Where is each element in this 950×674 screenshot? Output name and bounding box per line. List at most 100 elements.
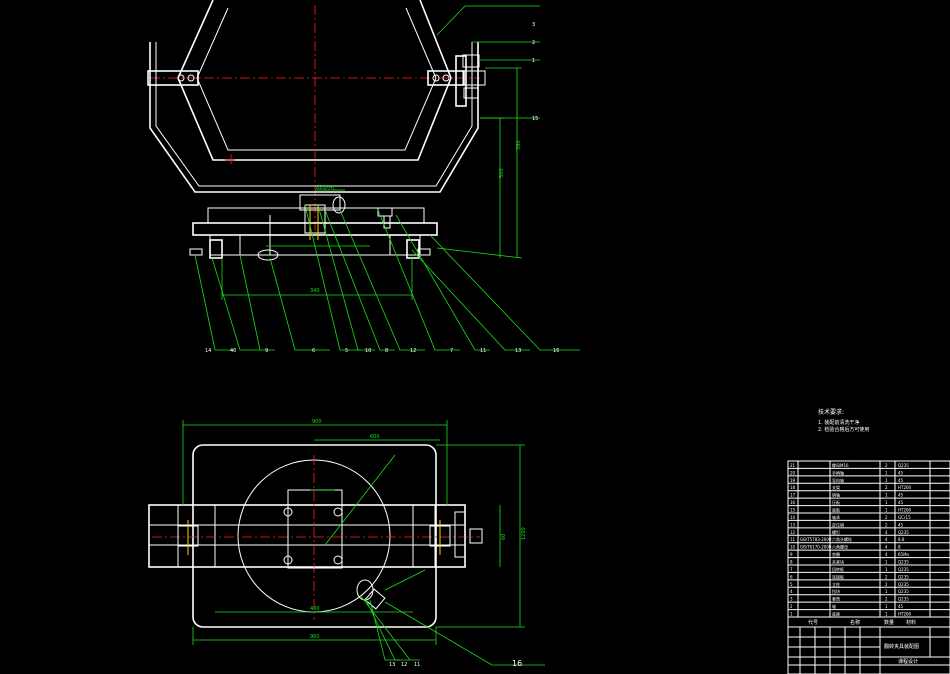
svg-text:数量: 数量 <box>884 619 894 626</box>
parts-cell: 11 <box>790 537 796 542</box>
svg-text:820/(4): 820/(4) <box>316 185 334 191</box>
parts-cell: 16 <box>790 500 796 505</box>
parts-cell: 4 <box>790 589 793 594</box>
parts-cell: 1 <box>885 567 888 572</box>
parts-cell: 45 <box>898 522 904 527</box>
svg-text:6: 6 <box>312 348 315 354</box>
svg-text:390: 390 <box>516 140 522 150</box>
parts-cell: 13 <box>790 522 796 527</box>
svg-text:13: 13 <box>515 348 521 354</box>
parts-cell: 12 <box>790 530 796 535</box>
svg-text:600: 600 <box>370 434 380 440</box>
parts-cell: 2 <box>885 522 888 527</box>
parts-cell: 8.8 <box>898 537 905 542</box>
parts-cell: 45 <box>898 470 904 475</box>
top-view: 900 600 960 400 1200 60 13 12 11 16 <box>148 419 545 668</box>
parts-cell: 轴承 <box>832 514 840 520</box>
svg-text:1: 1 <box>532 58 535 64</box>
parts-cell: 支架 <box>832 484 840 490</box>
svg-text:12: 12 <box>401 662 407 668</box>
parts-cell: 19 <box>790 478 796 483</box>
svg-text:7: 7 <box>450 348 453 354</box>
parts-cell: 1 <box>885 560 888 565</box>
parts-cell: Q235 <box>898 463 909 468</box>
svg-text:15: 15 <box>532 116 538 122</box>
parts-cell: 4 <box>885 545 888 550</box>
svg-text:11: 11 <box>480 348 486 354</box>
parts-cell: Q235 <box>898 530 909 535</box>
parts-cell: 45 <box>898 478 904 483</box>
parts-cell: 4 <box>885 552 888 557</box>
parts-cell: 1 <box>885 612 888 617</box>
parts-cell: 垫圈 <box>832 551 840 557</box>
parts-cell: 45 <box>898 493 904 498</box>
svg-text:2: 2 <box>532 40 535 46</box>
parts-cell: 14 <box>790 515 796 520</box>
parts-cell: 2 <box>885 463 888 468</box>
parts-cell: HT200 <box>898 485 912 490</box>
svg-text:1200: 1200 <box>521 527 527 540</box>
svg-text:900: 900 <box>312 419 322 425</box>
svg-text:960: 960 <box>310 634 320 640</box>
parts-cell: 10 <box>790 545 796 550</box>
parts-cell: 1 <box>885 493 888 498</box>
parts-cell: 2 <box>885 597 888 602</box>
parts-cell: 螺钉 <box>832 529 840 535</box>
parts-cell: 手柄轴 <box>832 469 844 475</box>
svg-text:代号: 代号 <box>808 619 818 626</box>
parts-cell: 套筒 <box>832 596 840 602</box>
parts-cell: Q235 <box>898 582 909 587</box>
parts-cell: 45 <box>898 604 904 609</box>
parts-cell: 2 <box>790 604 793 609</box>
parts-cell: 1 <box>790 612 793 617</box>
svg-text:11: 11 <box>414 662 420 668</box>
parts-cell: 65Mn <box>898 552 910 557</box>
parts-cell: HT200 <box>898 612 912 617</box>
svg-text:9: 9 <box>265 348 268 354</box>
parts-cell: Q235 <box>898 574 909 579</box>
parts-cell: 21 <box>790 463 796 468</box>
parts-cell: GB/T5783-2000 <box>800 537 832 542</box>
parts-cell: 18 <box>790 485 796 490</box>
parts-cell: 2 <box>885 574 888 579</box>
parts-cell: 1 <box>885 470 888 475</box>
parts-cell: Q235 <box>898 567 909 572</box>
svg-text:材料: 材料 <box>906 619 916 626</box>
parts-cell: 5 <box>790 582 793 587</box>
notes-heading: 技术要求: <box>818 408 844 416</box>
parts-cell: 1 <box>885 478 888 483</box>
parts-cell: 9 <box>790 552 793 557</box>
parts-cell: 回转框 <box>832 566 844 572</box>
front-view: 390 500 340 820/(4) 3 2 1 15 14 40 <box>147 0 580 354</box>
school-name: 课程设计 <box>898 658 918 665</box>
parts-cell: 1 <box>885 604 888 609</box>
svg-text:16: 16 <box>512 659 522 668</box>
notes-line-1: 1. 装配前清洗干净 <box>818 419 859 426</box>
parts-cell: 4 <box>885 530 888 535</box>
svg-text:8: 8 <box>385 348 388 354</box>
parts-cell: 六角螺母 <box>832 544 848 550</box>
parts-cell: 销轴 <box>832 492 840 498</box>
parts-cell: 2 <box>885 582 888 587</box>
svg-text:400: 400 <box>310 606 320 612</box>
parts-cell: 17 <box>790 493 796 498</box>
parts-cell: 8 <box>790 560 793 565</box>
parts-cell: HT200 <box>898 508 912 513</box>
parts-cell: 1 <box>885 500 888 505</box>
svg-text:500: 500 <box>499 168 505 178</box>
parts-cell: 压板 <box>832 499 840 505</box>
parts-cell: GB/T6170-2000 <box>800 545 832 550</box>
parts-cell: Q235 <box>898 589 909 594</box>
parts-cell: 1 <box>885 589 888 594</box>
parts-cell: 导向轴 <box>832 477 844 483</box>
parts-cell: 轴 <box>832 603 836 609</box>
svg-text:10: 10 <box>365 348 371 354</box>
svg-text:3: 3 <box>532 22 535 28</box>
svg-text:13: 13 <box>389 662 395 668</box>
svg-text:5: 5 <box>345 348 348 354</box>
parts-cell: 底板 <box>832 507 840 513</box>
parts-cell: GCr15 <box>898 515 911 520</box>
parts-cell: 立柱 <box>832 581 840 587</box>
parts-cell: 15 <box>790 508 796 513</box>
